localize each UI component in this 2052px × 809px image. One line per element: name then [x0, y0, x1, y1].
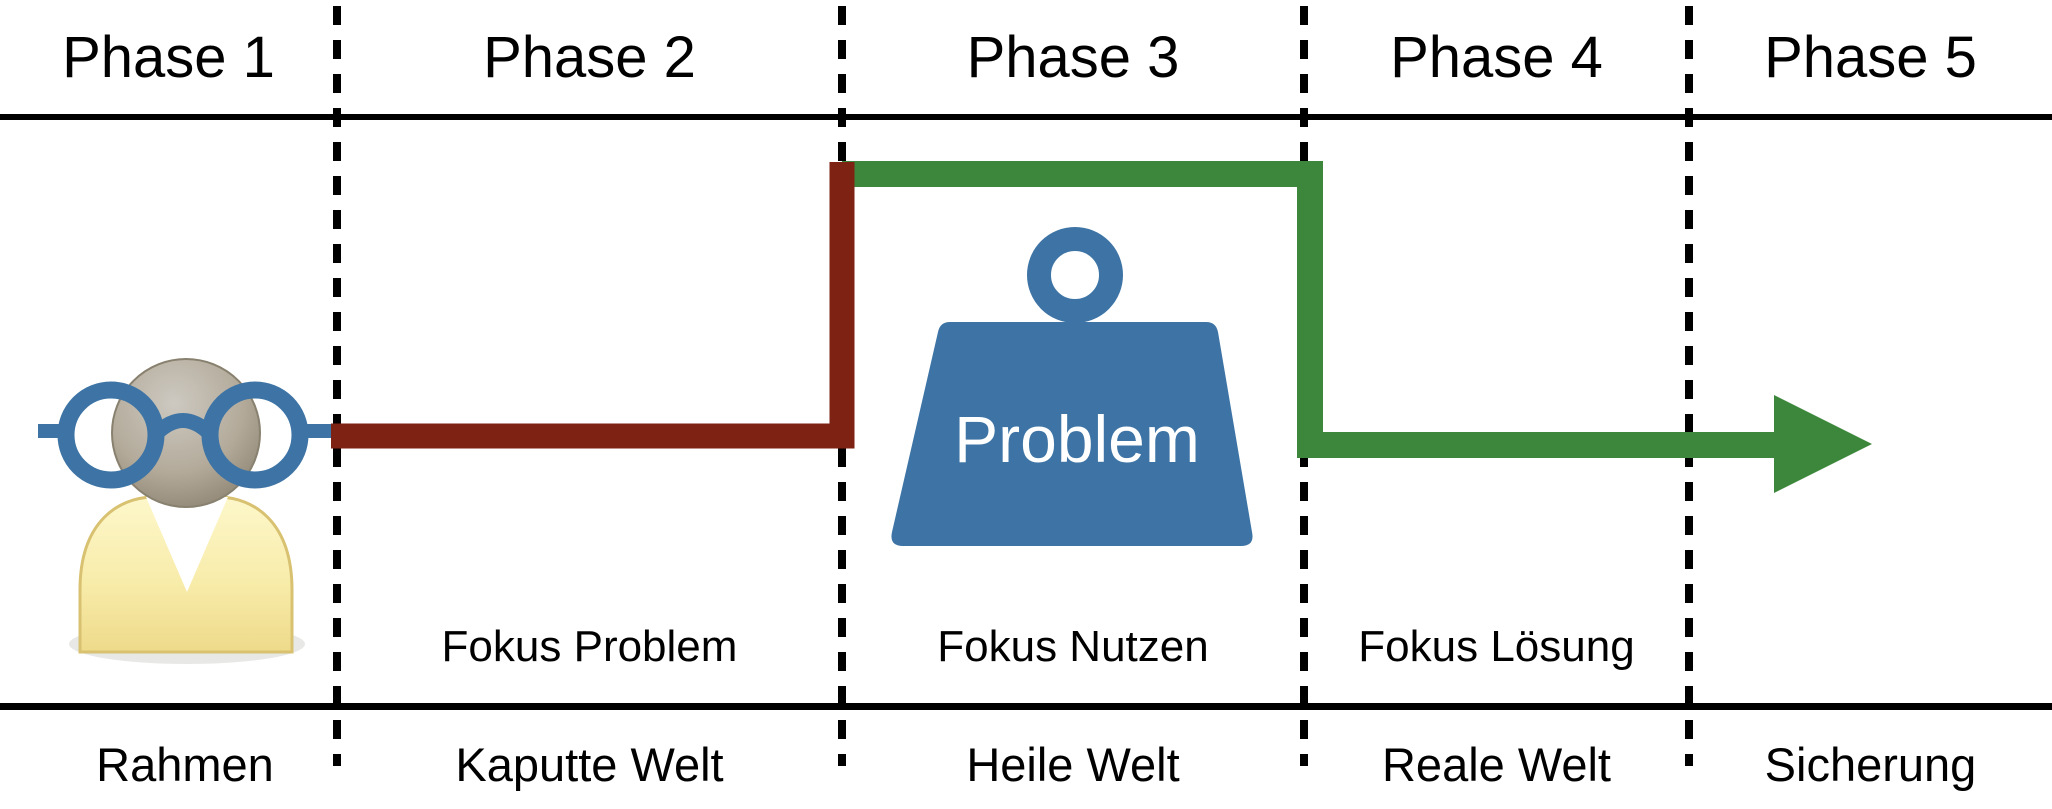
bottom-label-phase-1: Rahmen	[96, 737, 274, 791]
person-collar	[146, 497, 228, 592]
weight-body	[891, 322, 1253, 546]
bottom-label-phase-2: Kaputte Welt	[455, 737, 724, 791]
solution-line-green	[842, 161, 1779, 458]
glasses-icon	[38, 381, 333, 489]
focus-label-phase-3: Fokus Nutzen	[937, 622, 1209, 671]
problem-line-red	[331, 162, 855, 449]
weight-handle-ring	[1027, 227, 1123, 323]
person-with-glasses-icon	[38, 358, 333, 664]
problem-weight-icon: Problem	[891, 227, 1253, 546]
bottom-divider-line	[0, 703, 2052, 710]
right-arrow-icon	[1774, 395, 1872, 493]
bottom-label-phase-4: Reale Welt	[1381, 737, 1611, 791]
phase-1-label: Phase 1	[62, 24, 275, 90]
focus-label-phase-4: Fokus Lösung	[1358, 622, 1635, 671]
focus-label-phase-2: Fokus Problem	[441, 622, 738, 671]
phase-2-label: Phase 2	[483, 24, 696, 90]
phase-4-label: Phase 4	[1390, 24, 1603, 90]
weight-label: Problem	[954, 402, 1200, 476]
bottom-label-phase-5: Sicherung	[1764, 737, 1977, 791]
phase-5-label: Phase 5	[1764, 24, 1977, 90]
top-divider-line	[0, 114, 2052, 120]
phase-3-label: Phase 3	[966, 24, 1180, 90]
bottom-label-phase-3: Heile Welt	[966, 737, 1180, 791]
